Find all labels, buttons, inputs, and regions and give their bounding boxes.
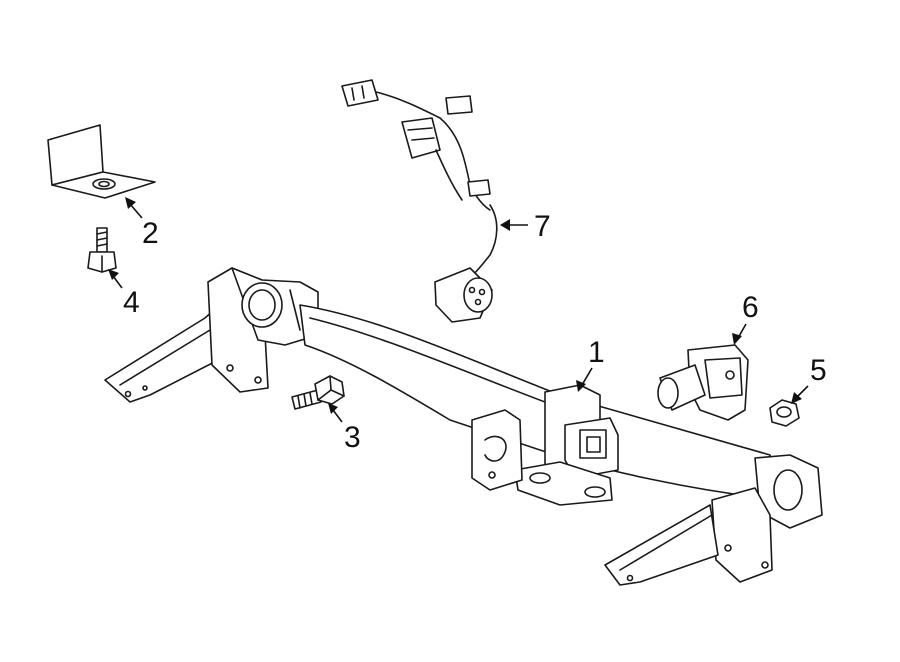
callout-6: 6 xyxy=(732,291,759,345)
callout-7: 7 xyxy=(500,210,551,243)
callout-label-3: 3 xyxy=(344,421,361,454)
callout-label-7: 7 xyxy=(534,210,551,243)
callout-5: 5 xyxy=(791,354,827,404)
callout-label-6: 6 xyxy=(742,291,759,324)
wiring-harness-part-7 xyxy=(341,79,498,323)
callout-label-2: 2 xyxy=(142,217,159,250)
callout-1: 1 xyxy=(576,336,605,392)
callout-4: 4 xyxy=(108,269,140,319)
hitch-receiver-crossmember xyxy=(104,267,823,586)
bolt-part-3 xyxy=(291,375,345,410)
bolt-part-4 xyxy=(87,227,117,273)
callout-label-1: 1 xyxy=(588,336,605,369)
connector-socket-part-6 xyxy=(657,344,749,421)
callout-label-4: 4 xyxy=(123,286,140,319)
callout-2: 2 xyxy=(125,197,159,250)
callout-3: 3 xyxy=(328,403,361,454)
callout-label-5: 5 xyxy=(810,354,827,387)
nut-part-5 xyxy=(769,399,800,427)
mounting-bracket-plate xyxy=(47,124,156,199)
